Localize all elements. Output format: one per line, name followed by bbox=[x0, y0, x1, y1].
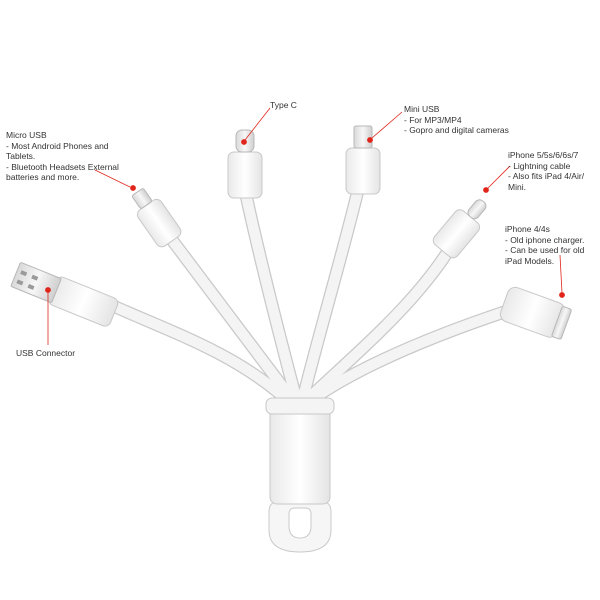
micro-usb-connector bbox=[131, 188, 182, 248]
label-micro-usb-title: Micro USB bbox=[6, 130, 47, 140]
label-iphone4-line-1: - Old iphone charger. bbox=[505, 234, 585, 245]
callout-lightning bbox=[487, 165, 511, 189]
callout-type-c bbox=[244, 107, 271, 141]
callout-dot-type-c bbox=[241, 139, 247, 145]
label-lightning: iPhone 5/5s/6/6s/7 - Lightning cable - A… bbox=[508, 150, 584, 192]
thirty-pin-connector bbox=[499, 286, 572, 340]
cable-group bbox=[93, 183, 517, 405]
label-type-c-title: Type C bbox=[270, 100, 297, 110]
callout-dot-micro-usb bbox=[130, 185, 136, 191]
label-iphone4-title: iPhone 4/4s bbox=[505, 224, 550, 234]
label-micro-usb-line-2: Tablets. bbox=[6, 151, 36, 161]
label-micro-usb-line-1: - Most Android Phones and bbox=[6, 140, 109, 151]
callout-dot-mini-usb bbox=[367, 137, 373, 143]
label-micro-usb: Micro USB - Most Android Phones and Tabl… bbox=[6, 130, 119, 183]
callout-mini-usb bbox=[371, 111, 403, 139]
type-c-connector bbox=[227, 129, 263, 199]
label-iphone4: iPhone 4/4s - Old iphone charger. - Can … bbox=[505, 224, 584, 266]
callout-30pin bbox=[559, 254, 563, 294]
label-lightning-line-2: - Also fits iPad 4/Air/ bbox=[508, 171, 585, 181]
label-lightning-line-3: Mini. bbox=[508, 181, 526, 192]
usb-connector bbox=[10, 262, 119, 327]
label-micro-usb-line-4: batteries and more. bbox=[6, 172, 80, 182]
label-usb-connector: USB Connector bbox=[16, 348, 75, 359]
label-iphone4-line-3: iPad Models. bbox=[505, 255, 555, 266]
label-lightning-title: iPhone 5/5s/6/6s/7 bbox=[508, 150, 579, 160]
callout-dot-usb bbox=[45, 287, 51, 293]
callout-micro-usb bbox=[94, 169, 131, 188]
label-mini-usb-title: Mini USB bbox=[404, 104, 440, 114]
keychain-holder bbox=[265, 397, 335, 553]
label-mini-usb-line-1: - For MP3/MP4 bbox=[404, 114, 462, 125]
callout-dot-lightning bbox=[483, 187, 489, 193]
callout-dot-30pin bbox=[559, 292, 565, 298]
label-type-c: Type C bbox=[270, 100, 297, 111]
label-usb-connector-title: USB Connector bbox=[16, 348, 76, 358]
label-mini-usb-line-2: - Gopro and digital cameras bbox=[404, 125, 509, 135]
label-iphone4-line-2: - Can be used for old bbox=[505, 245, 585, 255]
lightning-connector bbox=[432, 199, 487, 259]
label-lightning-line-1: - Lightning cable bbox=[508, 160, 571, 171]
callouts bbox=[45, 107, 565, 345]
mini-usb-connector bbox=[345, 125, 381, 195]
label-micro-usb-line-3: - Bluetooth Headsets External bbox=[6, 161, 119, 172]
label-mini-usb: Mini USB - For MP3/MP4 - Gopro and digit… bbox=[404, 104, 509, 136]
